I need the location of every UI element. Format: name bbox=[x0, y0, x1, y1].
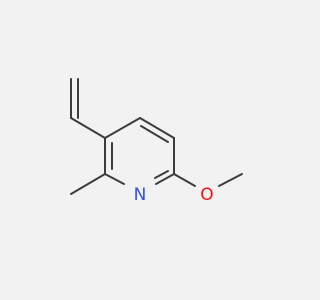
nitrogen-label: N bbox=[134, 185, 147, 205]
bond-n1-c2 bbox=[104, 173, 125, 185]
atom-labels: N O bbox=[134, 185, 214, 205]
bond-c4-c5-inner bbox=[140, 125, 169, 143]
oxygen-label: O bbox=[200, 185, 213, 205]
bond-c3-c4 bbox=[104, 117, 141, 139]
bond-c6-o bbox=[173, 173, 196, 187]
bond-o-methyl bbox=[218, 173, 243, 187]
bond-c2-methyl bbox=[70, 173, 106, 195]
bond-c3-vinyl bbox=[70, 117, 106, 139]
bonds bbox=[70, 78, 243, 195]
bond-c6-n1-inner bbox=[154, 170, 169, 179]
bond-c6-n1 bbox=[155, 173, 175, 185]
structure-diagram: N O bbox=[70, 78, 243, 205]
bond-c4-c5 bbox=[139, 117, 175, 139]
